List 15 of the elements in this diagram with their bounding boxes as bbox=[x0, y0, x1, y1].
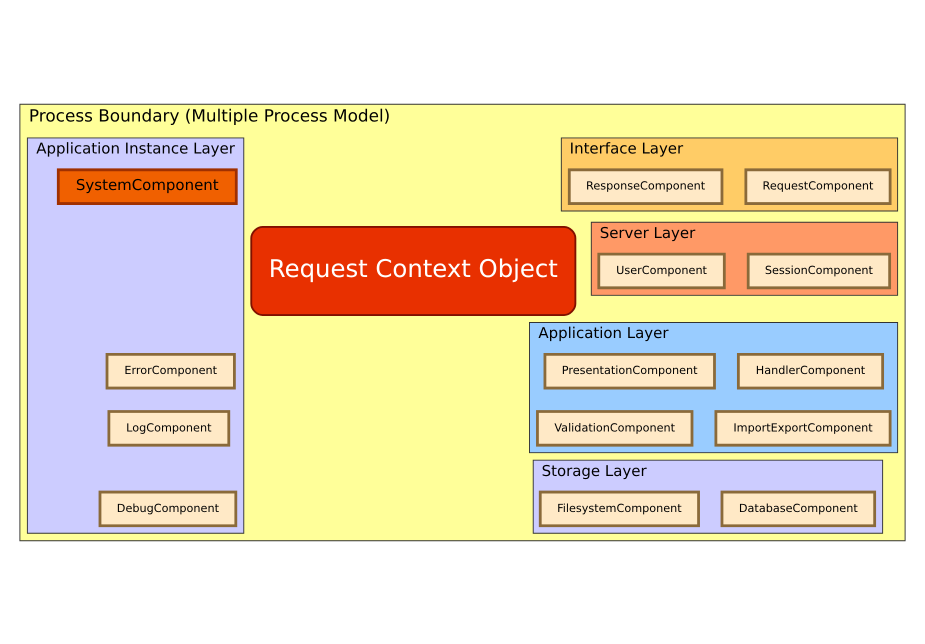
node-box: ErrorComponent bbox=[106, 352, 236, 389]
node-box: HandlerComponent bbox=[736, 352, 884, 389]
node-box: ImportExportComponent bbox=[714, 410, 892, 446]
node-box: DatabaseComponent bbox=[720, 490, 876, 527]
node-box: DebugComponent bbox=[98, 490, 238, 527]
node-box: SessionComponent bbox=[746, 252, 892, 289]
node-box: ResponseComponent bbox=[568, 168, 724, 204]
node-box: SystemComponent bbox=[56, 168, 238, 204]
node-box: FilesystemComponent bbox=[538, 490, 700, 527]
node-box: ValidationComponent bbox=[536, 410, 694, 446]
node-box: UserComponent bbox=[597, 252, 726, 289]
node-box: RequestComponent bbox=[744, 168, 892, 204]
node-box: PresentationComponent bbox=[544, 352, 716, 389]
node-box: LogComponent bbox=[107, 410, 230, 446]
node-box: Request Context Object bbox=[250, 226, 576, 316]
